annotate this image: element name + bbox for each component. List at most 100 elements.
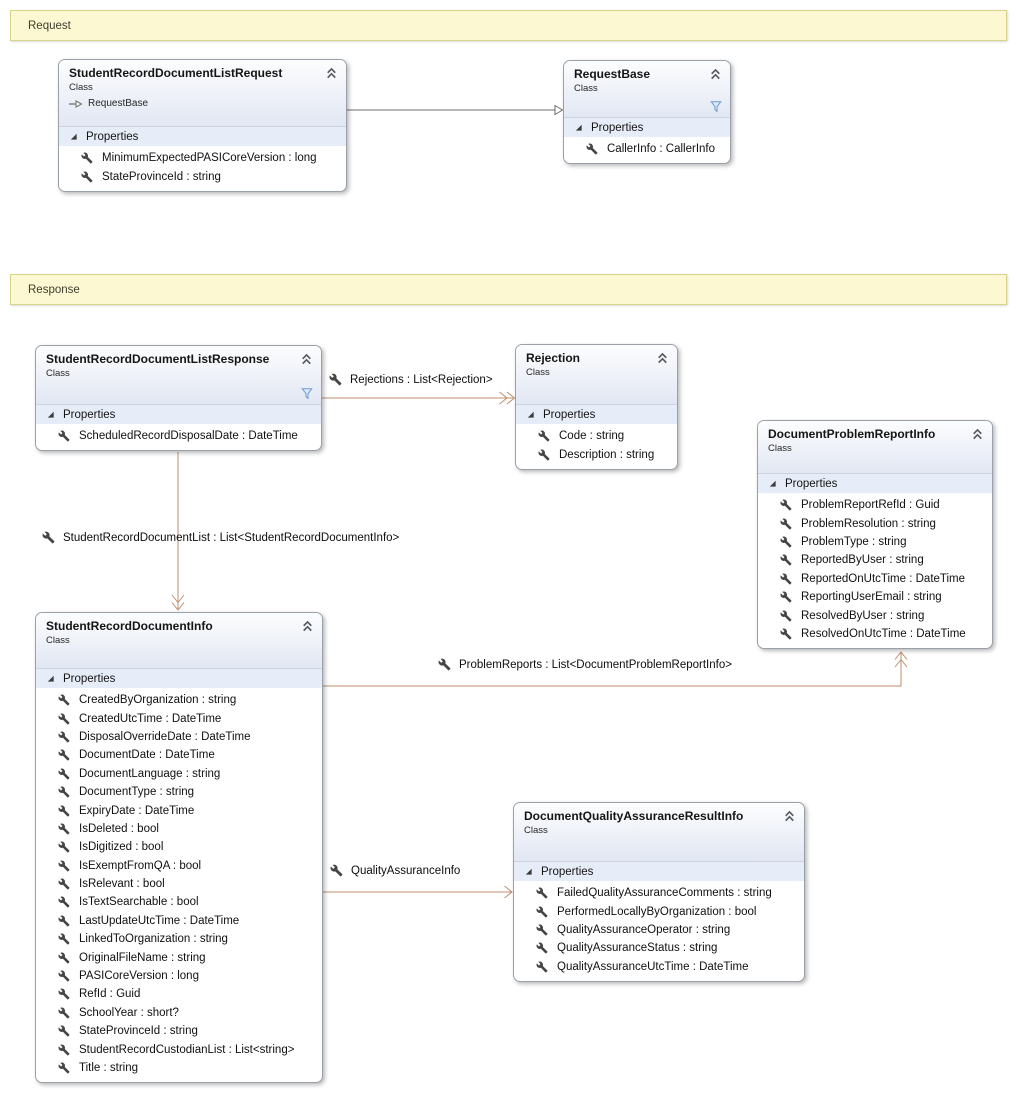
class-node-document-problem-report-info[interactable]: DocumentProblemReportInfo Class Properti… — [757, 420, 993, 650]
property-row[interactable]: LinkedToOrganization : string — [36, 930, 322, 948]
inheritance-connector-requestbase[interactable] — [347, 104, 564, 116]
property-row[interactable]: ProblemType : string — [758, 533, 992, 551]
property-row[interactable]: PASICoreVersion : long — [36, 967, 322, 985]
class-title: RequestBase — [574, 67, 651, 81]
property-row[interactable]: Title : string — [36, 1059, 322, 1077]
collapse-chevron-icon[interactable] — [783, 810, 796, 823]
property-row[interactable]: IsExemptFromQA : bool — [36, 857, 322, 875]
property-row[interactable]: IsRelevant : bool — [36, 875, 322, 893]
class-node-rejection[interactable]: Rejection Class Properties Code : string… — [515, 344, 678, 470]
class-header: StudentRecordDocumentInfo Class — [36, 613, 322, 669]
property-label: IsRelevant : bool — [79, 878, 165, 891]
class-title: Rejection — [526, 351, 581, 365]
collapse-chevron-icon[interactable] — [301, 620, 314, 633]
class-node-student-record-document-list-request[interactable]: StudentRecordDocumentListRequest Class R… — [58, 59, 347, 192]
association-label-text: Rejections : List<Rejection> — [350, 373, 493, 386]
property-row[interactable]: DocumentLanguage : string — [36, 765, 322, 783]
property-row[interactable]: RefId : Guid — [36, 985, 322, 1003]
expander-triangle-icon — [574, 123, 583, 132]
expander-triangle-icon — [46, 410, 55, 419]
filter-funnel-icon[interactable] — [710, 100, 722, 113]
properties-section-header[interactable]: Properties — [36, 405, 321, 424]
property-row[interactable]: DisposalOverrideDate : DateTime — [36, 728, 322, 746]
collapse-chevron-icon[interactable] — [656, 352, 669, 365]
property-row[interactable]: ReportedByUser : string — [758, 551, 992, 569]
properties-list: Code : string Description : string — [516, 424, 677, 469]
association-connector-rejections[interactable] — [322, 391, 516, 405]
wrench-icon — [58, 970, 70, 982]
property-label: StateProvinceId : string — [79, 1025, 198, 1038]
class-header: DocumentQualityAssuranceResultInfo Class — [514, 803, 804, 862]
property-row[interactable]: OriginalFileName : string — [36, 948, 322, 966]
expander-triangle-icon — [526, 410, 535, 419]
property-row[interactable]: DocumentDate : DateTime — [36, 746, 322, 764]
property-row[interactable]: ScheduledRecordDisposalDate : DateTime — [36, 427, 321, 445]
collapse-chevron-icon[interactable] — [709, 68, 722, 81]
filter-funnel-icon[interactable] — [301, 387, 313, 400]
properties-section-header[interactable]: Properties — [516, 405, 677, 424]
property-row[interactable]: Description : string — [516, 445, 677, 463]
property-row[interactable]: StudentRecordCustodianList : List<string… — [36, 1040, 322, 1058]
open-arrowhead — [894, 651, 908, 660]
properties-section-header[interactable]: Properties — [564, 118, 730, 137]
property-row[interactable]: MinimumExpectedPASICoreVersion : long — [59, 149, 346, 167]
comment-banner-request[interactable]: Request — [10, 10, 1007, 41]
property-row[interactable]: QualityAssuranceStatus : string — [514, 939, 804, 957]
property-row[interactable]: QualityAssuranceUtcTime : DateTime — [514, 958, 804, 976]
comment-banner-response[interactable]: Response — [10, 274, 1007, 305]
property-label: IsTextSearchable : bool — [79, 896, 199, 909]
property-row[interactable]: IsTextSearchable : bool — [36, 893, 322, 911]
association-label-quality-assurance[interactable]: QualityAssuranceInfo — [330, 864, 460, 877]
property-row[interactable]: FailedQualityAssuranceComments : string — [514, 884, 804, 902]
property-row[interactable]: IsDigitized : bool — [36, 838, 322, 856]
property-label: ScheduledRecordDisposalDate : DateTime — [79, 430, 298, 443]
wrench-icon — [58, 1025, 70, 1037]
association-label-problem-reports[interactable]: ProblemReports : List<DocumentProblemRep… — [438, 658, 732, 671]
class-node-student-record-document-list-response[interactable]: StudentRecordDocumentListResponse Class … — [35, 345, 322, 452]
collapse-chevron-icon[interactable] — [300, 353, 313, 366]
wrench-icon — [780, 518, 792, 530]
class-node-student-record-document-info[interactable]: StudentRecordDocumentInfo Class Properti… — [35, 612, 323, 1084]
association-connector-quality-assurance[interactable] — [323, 885, 513, 899]
property-label: QualityAssuranceUtcTime : DateTime — [557, 960, 749, 973]
wrench-icon — [58, 1044, 70, 1056]
property-row[interactable]: ReportingUserEmail : string — [758, 588, 992, 606]
class-node-request-base[interactable]: RequestBase Class Properties CallerInfo … — [563, 60, 731, 165]
property-row[interactable]: IsDeleted : bool — [36, 820, 322, 838]
wrench-icon — [780, 499, 792, 511]
property-row[interactable]: CreatedUtcTime : DateTime — [36, 709, 322, 727]
wrench-icon — [536, 924, 548, 936]
properties-section-header[interactable]: Properties — [514, 862, 804, 881]
wrench-icon — [58, 988, 70, 1000]
property-row[interactable]: ReportedOnUtcTime : DateTime — [758, 570, 992, 588]
property-row[interactable]: LastUpdateUtcTime : DateTime — [36, 912, 322, 930]
class-title: StudentRecordDocumentListResponse — [46, 352, 270, 366]
class-node-document-quality-assurance-result-info[interactable]: DocumentQualityAssuranceResultInfo Class… — [513, 802, 805, 982]
property-row[interactable]: StateProvinceId : string — [36, 1022, 322, 1040]
properties-section-header[interactable]: Properties — [59, 127, 346, 146]
property-row[interactable]: Code : string — [516, 427, 677, 445]
collapse-chevron-icon[interactable] — [971, 428, 984, 441]
properties-section-header[interactable]: Properties — [758, 474, 992, 493]
property-label: FailedQualityAssuranceComments : string — [557, 887, 772, 900]
association-label-document-list[interactable]: StudentRecordDocumentList : List<Student… — [42, 531, 399, 544]
property-row[interactable]: CreatedByOrganization : string — [36, 691, 322, 709]
property-row[interactable]: PerformedLocallyByOrganization : bool — [514, 902, 804, 920]
properties-section-header[interactable]: Properties — [36, 669, 322, 688]
property-row[interactable]: SchoolYear : short? — [36, 1004, 322, 1022]
wrench-icon — [330, 864, 343, 877]
property-row[interactable]: QualityAssuranceOperator : string — [514, 921, 804, 939]
property-label: CreatedUtcTime : DateTime — [79, 712, 222, 725]
association-label-rejections[interactable]: Rejections : List<Rejection> — [329, 373, 493, 386]
wrench-icon — [536, 887, 548, 899]
property-row[interactable]: ResolvedOnUtcTime : DateTime — [758, 625, 992, 643]
property-row[interactable]: ResolvedByUser : string — [758, 606, 992, 624]
property-row[interactable]: ProblemResolution : string — [758, 514, 992, 532]
property-row[interactable]: ProblemReportRefId : Guid — [758, 496, 992, 514]
property-row[interactable]: CallerInfo : CallerInfo — [564, 140, 730, 158]
property-row[interactable]: ExpiryDate : DateTime — [36, 801, 322, 819]
property-row[interactable]: StateProvinceId : string — [59, 167, 346, 185]
property-row[interactable]: DocumentType : string — [36, 783, 322, 801]
collapse-chevron-icon[interactable] — [325, 67, 338, 80]
